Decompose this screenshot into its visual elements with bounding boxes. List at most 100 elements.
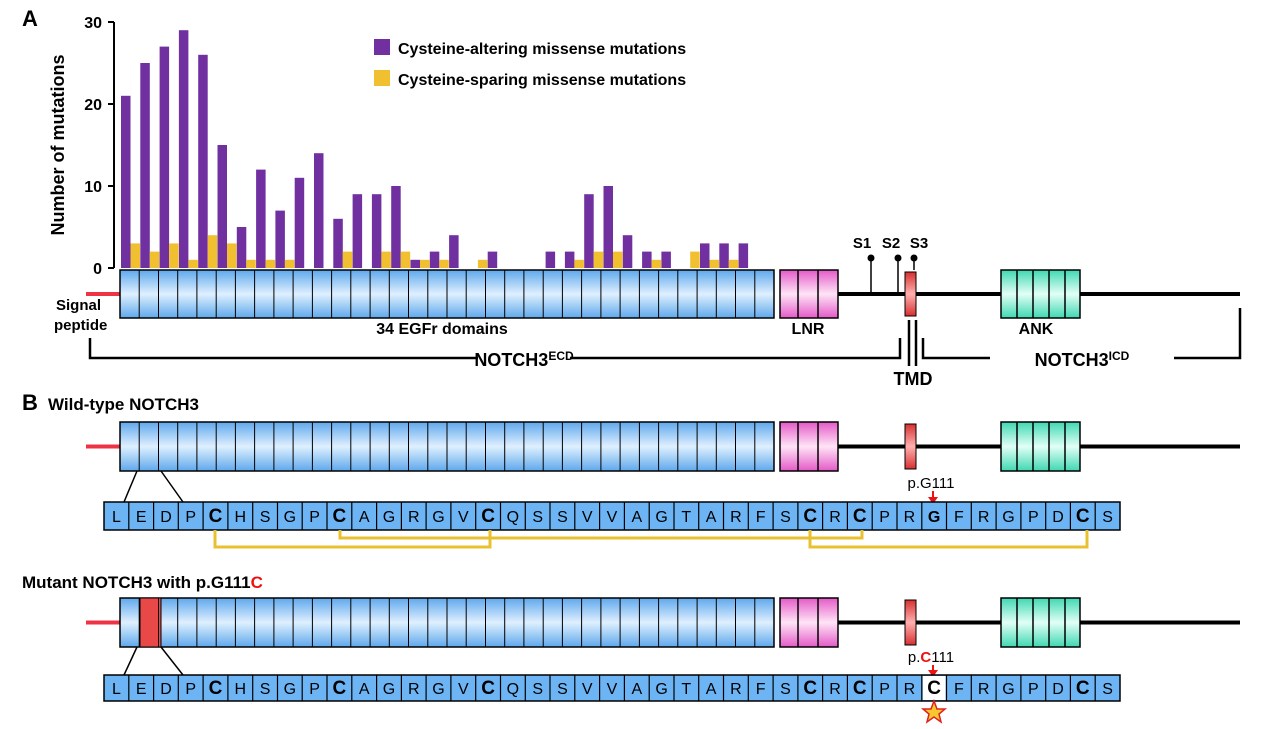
residue-C: C (1076, 678, 1090, 699)
bar-cysteine-sparing (342, 251, 353, 268)
lnr-region (779, 269, 839, 319)
wt-position-label: p.G111 (908, 475, 955, 492)
tmd-region (904, 271, 917, 317)
wt-position-arrow-icon (928, 491, 938, 504)
mutant-position-label: p.C111 (908, 649, 954, 666)
bar-cysteine-altering (236, 227, 247, 268)
icd-label-base: NOTCH3 (1035, 350, 1109, 370)
residue-E: E (136, 509, 147, 526)
residue-C: C (803, 506, 817, 527)
legend-swatch-cysteine-sparing (374, 70, 390, 86)
residue-G: G (928, 509, 940, 526)
residue-R: R (829, 509, 841, 526)
residue-R: R (730, 509, 742, 526)
bar-chart (121, 30, 749, 269)
ecd-bracket (88, 338, 902, 360)
bar-cysteine-altering (622, 235, 633, 268)
mutant-title-highlight: C (251, 573, 263, 592)
egfr-label: 34 EGFr domains (376, 321, 508, 338)
bar-cysteine-sparing (169, 243, 179, 268)
residue-L: L (112, 509, 121, 526)
residue-S: S (1102, 509, 1113, 526)
residue-S: S (532, 681, 543, 698)
bar-cysteine-sparing (207, 235, 218, 268)
residue-C: C (333, 678, 347, 699)
bar-cysteine-altering (294, 177, 305, 268)
residue-S: S (260, 509, 271, 526)
bar-cysteine-sparing (284, 259, 295, 268)
bar-cysteine-altering (391, 186, 401, 268)
panel-a-label: A (22, 6, 38, 31)
bar-cysteine-altering (700, 243, 710, 268)
residue-G: G (655, 681, 667, 698)
residue-D: D (1052, 681, 1064, 698)
tmd-region (904, 599, 917, 646)
residue-G: G (655, 509, 667, 526)
ank-label: ANK (1019, 321, 1054, 338)
residue-G: G (284, 509, 296, 526)
residue-A: A (706, 509, 717, 526)
bar-cysteine-altering (487, 251, 498, 268)
residue-R: R (408, 509, 420, 526)
residue-R: R (829, 681, 841, 698)
sequence-strip (103, 501, 1121, 531)
residue-C: C (853, 506, 867, 527)
site-s3-label: S3 (910, 235, 928, 252)
residue-R: R (904, 509, 916, 526)
residue-R: R (408, 681, 420, 698)
bar-cysteine-sparing (439, 259, 449, 268)
residue-V: V (582, 509, 593, 526)
residue-P: P (309, 509, 320, 526)
bar-cysteine-altering (642, 251, 652, 268)
residue-P: P (1028, 681, 1039, 698)
residue-Q: Q (507, 681, 519, 698)
residue-V: V (458, 681, 469, 698)
mutant-title-text: Mutant NOTCH3 with p.G111 (22, 573, 251, 592)
tmd-bracket (907, 320, 918, 366)
ank-region (1000, 269, 1081, 319)
residue-A: A (359, 509, 370, 526)
mutant-position-arrow-icon (928, 665, 938, 677)
residue-V: V (458, 509, 469, 526)
y-tick-label: 0 (93, 261, 102, 278)
residue-P: P (185, 681, 196, 698)
residue-G: G (1002, 681, 1014, 698)
bar-cysteine-altering (584, 194, 594, 268)
lnr-label: LNR (792, 321, 825, 338)
bar-cysteine-sparing (400, 251, 411, 268)
mutant-position-highlight: C (920, 649, 931, 666)
residue-F: F (756, 509, 766, 526)
disulfide-bonds (213, 530, 1089, 549)
protein-diagram-mutant (86, 597, 1240, 648)
wild-type-title: Wild-type NOTCH3 (48, 395, 199, 414)
bar-cysteine-sparing (728, 259, 739, 268)
residue-G: G (383, 681, 395, 698)
residue-V: V (582, 681, 593, 698)
icd-label-sup: ICD (1109, 349, 1130, 363)
mutant-position-prefix: p. (908, 649, 921, 666)
residue-S: S (780, 681, 791, 698)
residue-T: T (681, 681, 691, 698)
residue-S: S (557, 509, 568, 526)
mutation-star-icon (920, 698, 948, 724)
sequence-strip (103, 674, 1121, 702)
bar-cysteine-sparing (265, 259, 276, 268)
ecd-label-sup: ECD (548, 349, 574, 363)
bar-cysteine-altering (738, 243, 749, 268)
ecd-label-base: NOTCH3 (474, 350, 548, 370)
residue-C: C (209, 678, 223, 699)
bar-cysteine-altering (603, 186, 613, 268)
legend-label-cysteine-altering: Cysteine-altering missense mutations (398, 41, 686, 58)
ank-region (1000, 421, 1081, 472)
y-tick-label: 30 (84, 15, 102, 32)
residue-F: F (954, 681, 964, 698)
icd-label: NOTCH3ICD (1035, 349, 1130, 370)
bar-cysteine-altering (217, 145, 227, 268)
legend: Cysteine-altering missense mutations Cys… (374, 39, 686, 89)
residue-F: F (954, 509, 964, 526)
bar-cysteine-altering (256, 169, 266, 268)
protein-diagram-a (86, 269, 1240, 319)
bar-cysteine-altering (564, 251, 575, 268)
